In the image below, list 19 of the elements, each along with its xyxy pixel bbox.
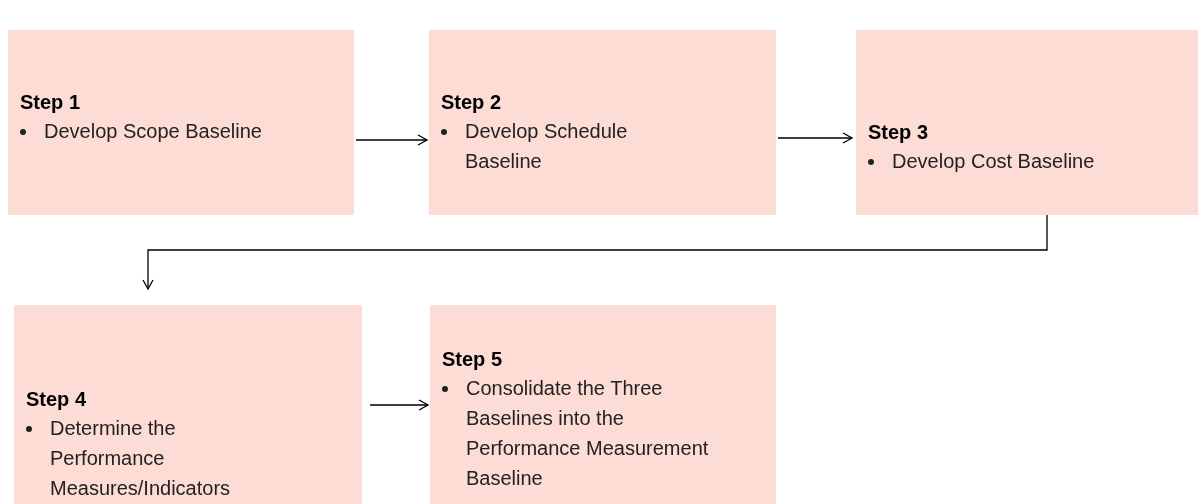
step-heading: Step 5 [442,347,503,372]
step-description: Develop Cost Baseline [892,149,1095,174]
step-box [429,30,776,215]
step-box [430,305,776,504]
step-description: Consolidate the Three Baselines into the Performance Measurement Baseline [466,376,710,491]
arrow [142,214,1048,290]
step-box [8,30,354,215]
arrow [777,132,853,144]
step-description: Develop Schedule Baseline [465,119,629,174]
arrow [355,134,428,146]
arrow [369,399,429,411]
step-description: Determine the Performance Measures/Indicators [50,416,232,501]
step-heading: Step 1 [20,90,81,115]
step-heading: Step 4 [26,387,87,412]
step-box [856,30,1198,215]
step-box [14,305,362,504]
step-description: Develop Scope Baseline [44,119,262,144]
step-heading: Step 3 [868,120,929,145]
step-heading: Step 2 [441,90,502,115]
